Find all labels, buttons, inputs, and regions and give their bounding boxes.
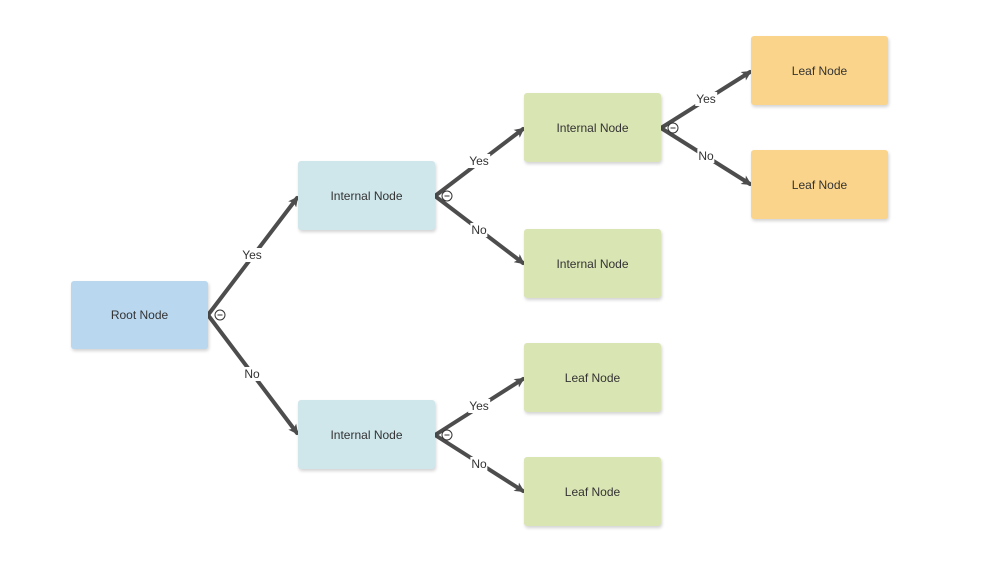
- edge-label-n1-no: No: [470, 223, 488, 237]
- edge-label-n3-yes: Yes: [695, 92, 717, 106]
- edge-label-n2-no: No: [470, 457, 488, 471]
- collapse-toggle-icon[interactable]: [214, 309, 226, 321]
- root-node[interactable]: Root Node: [71, 281, 208, 349]
- internal-node-yes-yes[interactable]: Internal Node: [524, 93, 661, 162]
- internal-node-yes-no[interactable]: Internal Node: [524, 229, 661, 298]
- edge-label-root-no: No: [243, 367, 261, 381]
- collapse-toggle-icon[interactable]: [441, 429, 453, 441]
- internal-node-yes[interactable]: Internal Node: [298, 161, 435, 230]
- edges-layer: [206, 70, 752, 493]
- leaf-node-no-yes[interactable]: Leaf Node: [524, 343, 661, 412]
- edge-label-root-yes: Yes: [241, 248, 263, 262]
- collapse-toggle-icon[interactable]: [667, 122, 679, 134]
- leaf-node-no-no[interactable]: Leaf Node: [524, 457, 661, 526]
- leaf-node-yes-yes-yes[interactable]: Leaf Node: [751, 36, 888, 105]
- internal-node-no[interactable]: Internal Node: [298, 400, 435, 469]
- edge-label-n1-yes: Yes: [468, 154, 490, 168]
- collapse-toggle-icon[interactable]: [441, 190, 453, 202]
- edge-label-n3-no: No: [697, 149, 715, 163]
- edge-label-n2-yes: Yes: [468, 399, 490, 413]
- leaf-node-yes-yes-no[interactable]: Leaf Node: [751, 150, 888, 219]
